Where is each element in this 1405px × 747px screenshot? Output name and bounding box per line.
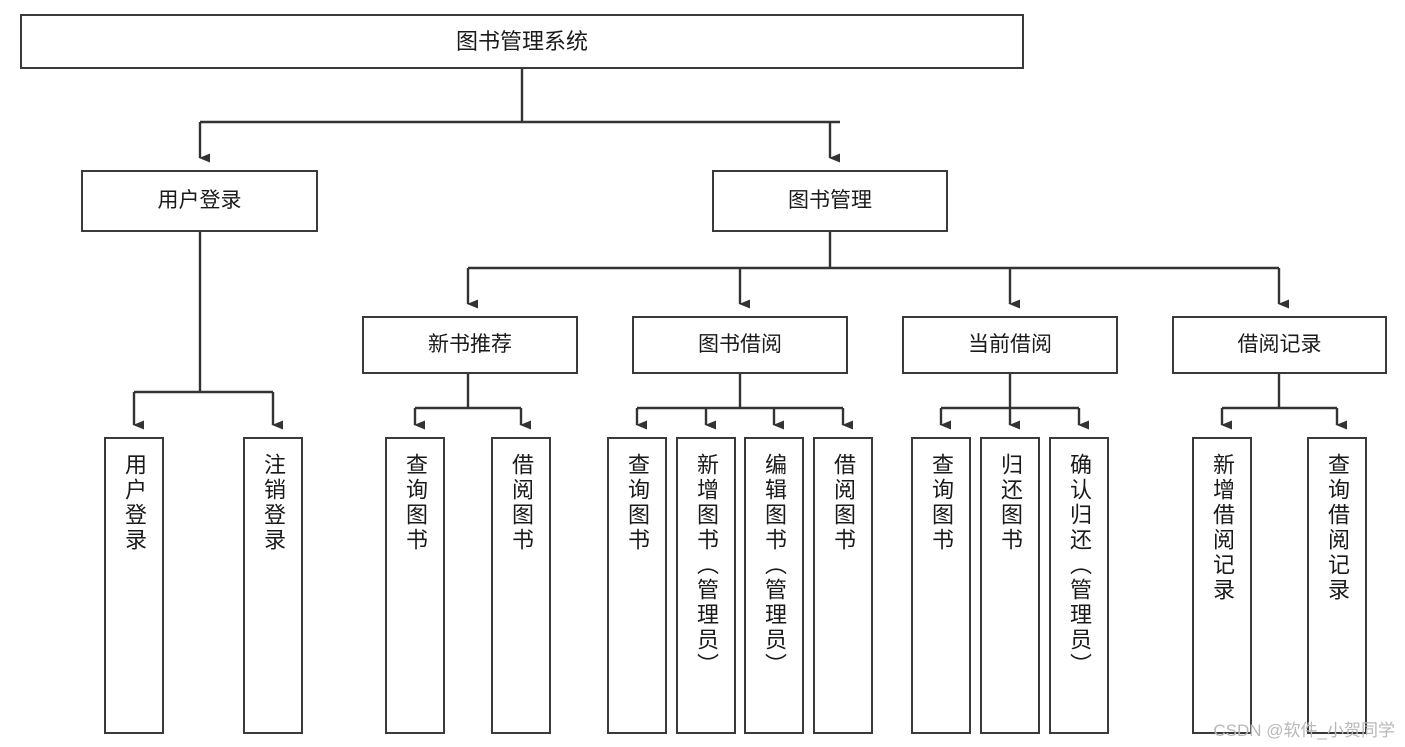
node-new-book-recommend[interactable]: 新书推荐 <box>362 316 578 374</box>
node-label: 查询图书 <box>403 453 428 553</box>
leaf-edit-book-admin[interactable]: 编辑图书（管理员） <box>744 437 804 734</box>
node-label: 图书管理 <box>788 188 872 212</box>
leaf-add-borrow-record[interactable]: 新增借阅记录 <box>1192 437 1252 734</box>
node-root-book-management-system[interactable]: 图书管理系统 <box>20 14 1024 69</box>
node-label: 查询借阅记录 <box>1325 453 1350 603</box>
node-current-borrow[interactable]: 当前借阅 <box>902 316 1118 374</box>
node-label: 新增图书（管理员） <box>694 453 719 678</box>
leaf-query-book-recommend[interactable]: 查询图书 <box>385 437 445 734</box>
leaf-query-book-current[interactable]: 查询图书 <box>911 437 971 734</box>
node-label: 新增借阅记录 <box>1210 453 1235 603</box>
node-user-login[interactable]: 用户登录 <box>81 170 318 232</box>
node-label: 归还图书 <box>998 453 1023 553</box>
node-borrow-record[interactable]: 借阅记录 <box>1172 316 1387 374</box>
node-label: 查询图书 <box>929 453 954 553</box>
node-label: 当前借阅 <box>968 332 1052 356</box>
node-label: 借阅记录 <box>1237 332 1322 356</box>
leaf-add-book-admin[interactable]: 新增图书（管理员） <box>676 437 736 734</box>
node-label: 图书借阅 <box>698 332 782 356</box>
node-label: 借阅图书 <box>509 453 534 553</box>
node-label: 确认归还（管理员） <box>1067 453 1092 678</box>
leaf-borrow-book-recommend[interactable]: 借阅图书 <box>491 437 551 734</box>
node-label: 查询图书 <box>625 453 650 553</box>
node-label: 借阅图书 <box>831 453 856 553</box>
node-book-management[interactable]: 图书管理 <box>712 170 948 232</box>
leaf-logout[interactable]: 注销登录 <box>243 437 303 734</box>
node-label: 用户登录 <box>157 188 242 212</box>
leaf-borrow-book[interactable]: 借阅图书 <box>813 437 873 734</box>
leaf-query-book-borrow[interactable]: 查询图书 <box>607 437 667 734</box>
node-label: 新书推荐 <box>428 332 512 356</box>
node-label: 编辑图书（管理员） <box>762 453 787 678</box>
node-label: 注销登录 <box>261 453 286 553</box>
leaf-confirm-return-admin[interactable]: 确认归还（管理员） <box>1049 437 1109 734</box>
leaf-query-borrow-record[interactable]: 查询借阅记录 <box>1307 437 1367 734</box>
leaf-return-book[interactable]: 归还图书 <box>980 437 1040 734</box>
leaf-user-login[interactable]: 用户登录 <box>104 437 164 734</box>
node-label: 用户登录 <box>122 453 147 553</box>
node-label: 图书管理系统 <box>455 28 588 54</box>
node-book-borrow[interactable]: 图书借阅 <box>632 316 848 374</box>
